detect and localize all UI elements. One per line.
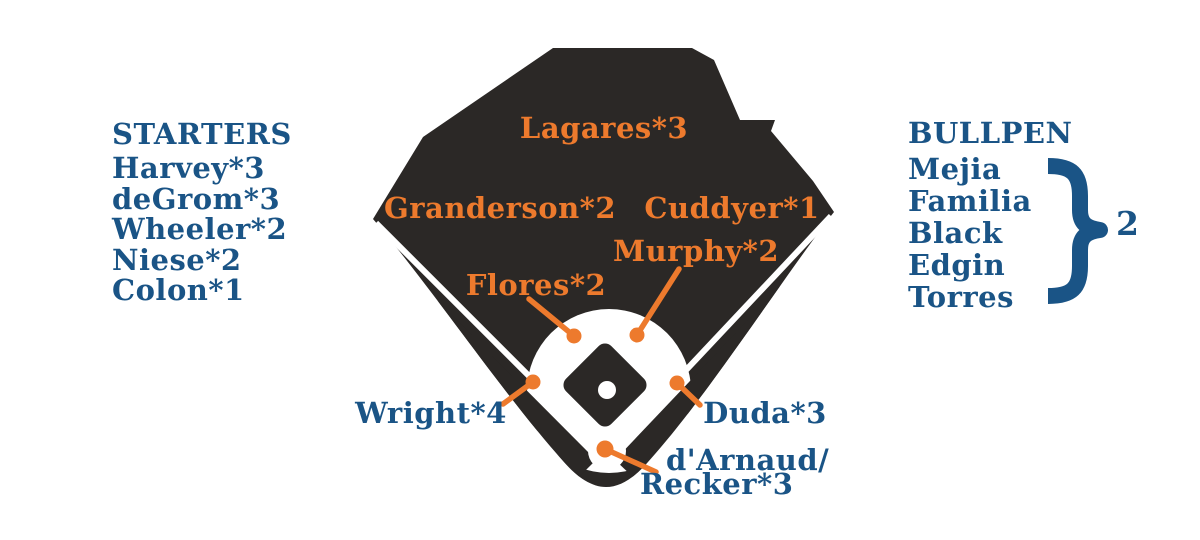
label-second-base: Murphy*2 xyxy=(612,234,780,268)
marker-dot-second-base xyxy=(629,327,645,343)
bullpen-player: Familia xyxy=(908,184,1032,218)
right-foul-line xyxy=(606,213,834,455)
bullpen-brace xyxy=(1047,158,1108,304)
marker-dot-third-base xyxy=(525,374,541,390)
leader-line-catcher xyxy=(602,446,659,475)
field-outline xyxy=(373,48,834,487)
leader-line-second-base xyxy=(634,266,682,338)
bullpen-player: Black xyxy=(908,216,1003,250)
label-first-base: Duda*3 xyxy=(703,396,827,430)
label-third-base: Wright*4 xyxy=(355,396,507,430)
position-markers xyxy=(525,327,685,458)
marker-dot-catcher xyxy=(596,440,614,458)
bullpen-player: Edgin xyxy=(908,248,1006,282)
starter-player: deGrom*3 xyxy=(112,181,281,216)
marker-dot-first-base xyxy=(669,375,685,391)
label-left-field: Granderson*2 xyxy=(383,191,617,225)
pitchers-mound xyxy=(598,381,616,399)
label-right-field: Cuddyer*1 xyxy=(644,191,820,225)
starters-title: STARTERS xyxy=(112,117,292,151)
bullpen-title: BULLPEN xyxy=(908,116,1073,150)
starter-player: Wheeler*2 xyxy=(112,212,288,247)
leader-line-shortstop xyxy=(526,296,577,339)
label-center-field: Lagares*3 xyxy=(519,111,689,145)
starter-player: Colon*1 xyxy=(112,273,245,308)
starter-player: Harvey*3 xyxy=(112,151,265,186)
bullpen-brace-count: 2 xyxy=(1116,204,1139,243)
starter-player: Niese*2 xyxy=(112,242,242,277)
label-shortstop: Flores*2 xyxy=(465,268,607,302)
bullpen-panel: BULLPEN Mejia Familia Black Edgin Torres xyxy=(908,117,1073,313)
marker-dot-shortstop xyxy=(566,328,582,344)
label-catcher-line2: Recker*3 xyxy=(640,467,794,501)
bullpen-player: Mejia xyxy=(908,152,1002,186)
bullpen-player: Torres xyxy=(908,280,1014,314)
starters-panel: STARTERS Harvey*3 deGrom*3 Wheeler*2 Nie… xyxy=(112,117,292,308)
left-foul-line xyxy=(373,220,608,455)
label-catcher-line1: d'Arnaud/ xyxy=(666,443,830,477)
